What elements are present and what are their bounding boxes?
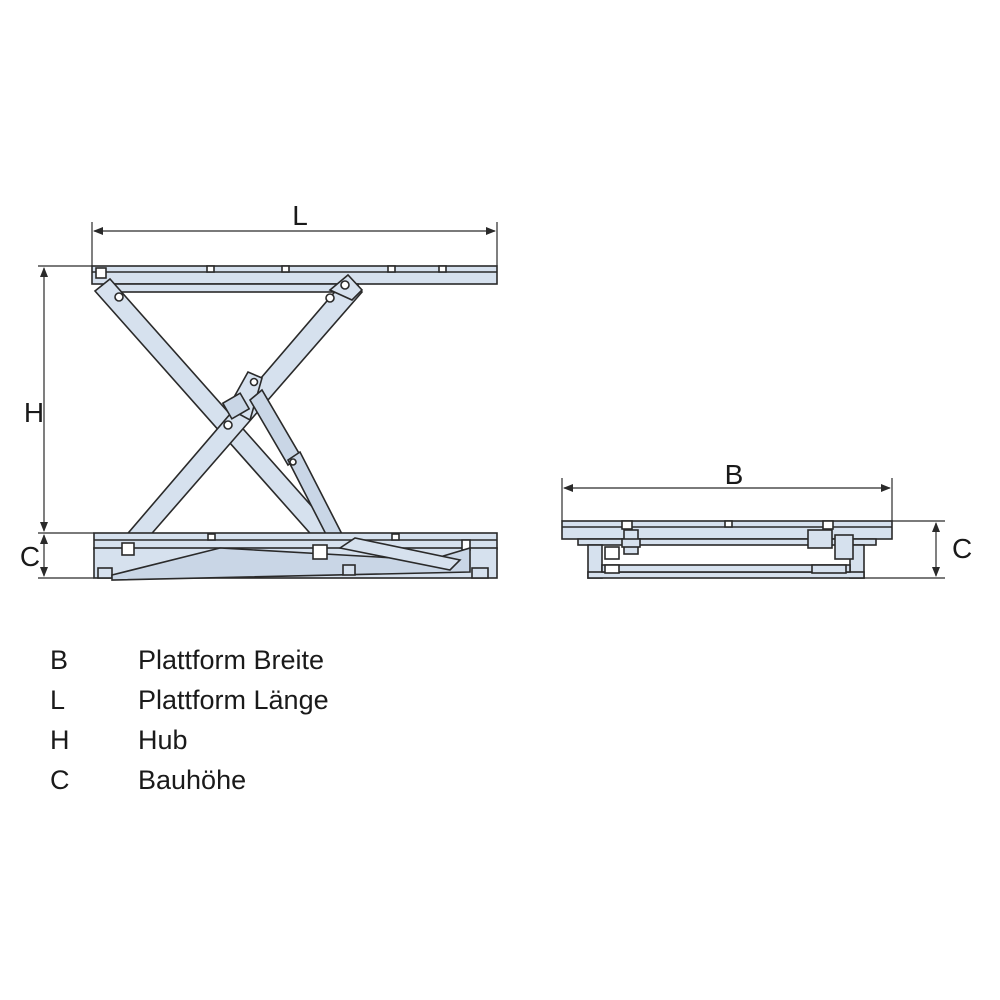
front-dimensions	[561, 478, 945, 579]
side-view	[91, 265, 498, 581]
legend-key: L	[50, 684, 66, 715]
legend-row-c: C Bauhöhe	[50, 760, 550, 800]
legend-row-b: B Plattform Breite	[50, 640, 550, 680]
legend-key: H	[50, 724, 70, 755]
top-platform	[91, 265, 498, 293]
legend-row-h: H Hub	[50, 720, 550, 760]
dimension-label-C-front: C	[952, 533, 972, 564]
side-dimensions	[38, 222, 498, 579]
dimension-label-L: L	[292, 200, 308, 231]
front-view	[561, 520, 893, 579]
hydraulic-cylinder	[221, 388, 347, 550]
bottom-frame	[93, 532, 498, 581]
legend: B Plattform Breite L Plattform Länge H H…	[50, 640, 550, 800]
dimension-label-B: B	[725, 459, 744, 490]
legend-key: B	[50, 644, 69, 675]
dimension-label-H: H	[24, 397, 44, 428]
legend-key: C	[50, 764, 70, 795]
legend-row-l: L Plattform Länge	[50, 680, 550, 720]
legend-description: Bauhöhe	[138, 764, 247, 795]
legend-description: Plattform Breite	[138, 644, 325, 675]
legend-description: Plattform Länge	[138, 684, 329, 715]
legend-description: Hub	[138, 724, 188, 755]
dimension-label-C-side: C	[20, 541, 40, 572]
